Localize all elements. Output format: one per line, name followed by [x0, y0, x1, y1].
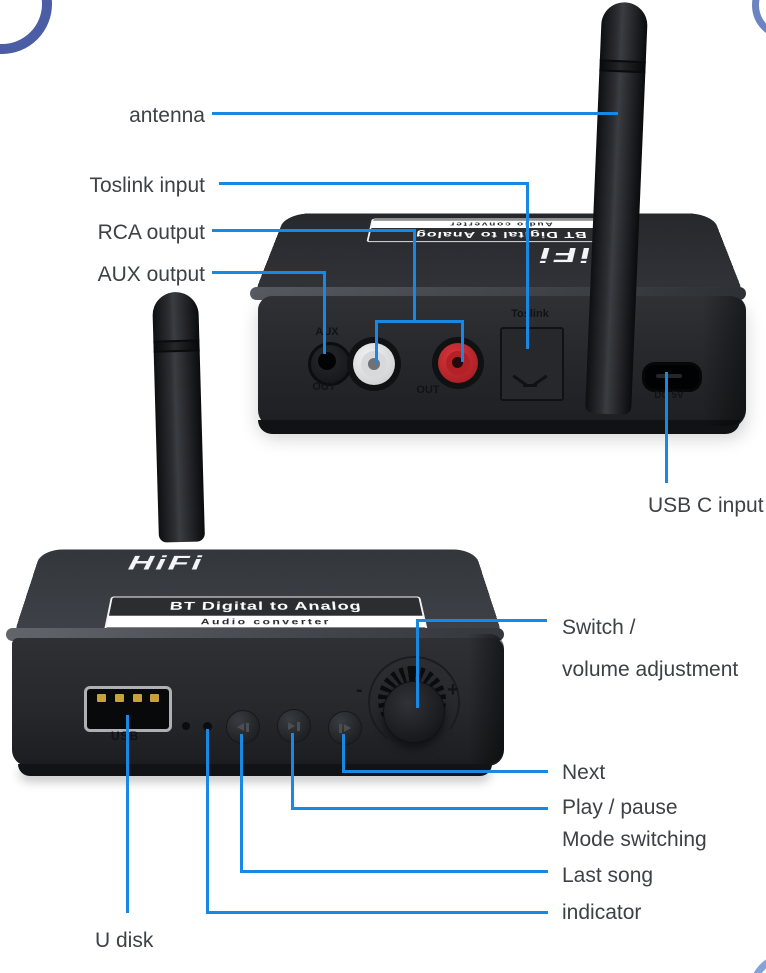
callout-line-play-h: [291, 807, 548, 810]
front-device-top-face: HiFi BT Digital to Analog Audio converte…: [12, 549, 504, 640]
toslink-port: [500, 327, 564, 401]
front-antenna-joint: [153, 339, 200, 353]
callout-line-toslink-h: [219, 182, 528, 185]
label-u-disk: U disk: [95, 929, 154, 952]
callout-line-rca-h: [212, 229, 416, 232]
corner-arc-top-left: [0, 0, 52, 54]
mic-hole: [182, 722, 190, 730]
callout-line-rca-left: [375, 320, 378, 364]
toslink-chevron-right: [532, 374, 548, 386]
toslink-chevron-middle: [523, 384, 537, 387]
usb-port-label: USB: [110, 729, 140, 743]
callout-line-knob-h: [416, 619, 547, 622]
callout-line-knob-v: [416, 619, 419, 708]
play-pause-icon-bar: [297, 721, 300, 731]
label-usb-c-input: USB C input: [648, 494, 764, 517]
callout-line-udisk: [126, 715, 129, 913]
front-label-title: BT Digital to Analog: [168, 600, 363, 613]
callout-line-play-v: [291, 733, 294, 809]
label-volume-adjustment: volume adjustment: [562, 658, 739, 681]
next-button: [328, 711, 362, 745]
label-antenna: antenna: [129, 104, 205, 127]
callout-line-indicator-h: [206, 911, 548, 914]
rear-label-subtitle: Audio converter: [371, 220, 631, 228]
rear-device-right-side: [702, 296, 746, 426]
aux-port-hole: [318, 352, 336, 370]
usb-pin: [133, 694, 142, 702]
usb-pin: [150, 694, 159, 702]
front-device-bottom-edge: [18, 764, 492, 776]
label-aux-output: AUX output: [97, 263, 205, 286]
rca-red-hole: [452, 357, 463, 368]
callout-line-rca-right: [461, 320, 464, 362]
callout-line-next-h: [342, 770, 548, 773]
label-next: Next: [562, 761, 606, 784]
label-toslink-input: Toslink input: [89, 174, 205, 197]
label-last-song: Last song: [562, 864, 654, 887]
usb-c-tongue: [656, 373, 682, 378]
callout-line-last-h: [240, 870, 548, 873]
volume-knob: [383, 681, 445, 743]
corner-arc-bottom-right: [750, 954, 766, 973]
rca-out-label: OUT: [416, 384, 440, 396]
callout-line-antenna: [212, 112, 618, 115]
prev-track-icon: [237, 723, 245, 731]
next-track-icon: [343, 724, 351, 732]
last-song-button: [226, 710, 260, 744]
usb-c-port: [642, 362, 702, 392]
corner-arc-top-right: [752, 0, 766, 40]
callout-line-aux-h: [212, 271, 326, 274]
front-device-right-side: [468, 634, 504, 764]
label-mode-switching: Mode switching: [562, 828, 707, 851]
front-label-subtitle: Audio converter: [106, 615, 426, 628]
volume-plus-mark: +: [447, 679, 459, 701]
callout-line-indicator-v: [206, 729, 209, 913]
rear-antenna-joint: [599, 59, 646, 74]
callout-line-rca-v: [413, 229, 416, 322]
label-switch: Switch /: [562, 616, 636, 639]
play-pause-icon: [288, 722, 296, 730]
usb-pin: [97, 694, 106, 702]
callout-line-last-v: [240, 734, 243, 872]
aux-port-label: AUX: [315, 326, 339, 338]
front-brand-logo: HiFi: [126, 552, 205, 575]
label-play-pause: Play / pause: [562, 796, 678, 819]
usb-c-port-label: DC 5V: [654, 390, 684, 401]
led-indicator: [203, 722, 212, 731]
label-rca-output: RCA output: [97, 221, 205, 244]
label-indicator: indicator: [562, 901, 642, 924]
toslink-port-label: Toslink: [511, 308, 549, 320]
prev-track-icon-bar: [246, 722, 249, 732]
next-track-icon-bar: [339, 723, 342, 733]
play-pause-button: [277, 709, 311, 743]
callout-line-aux-v: [323, 271, 326, 354]
callout-line-toslink-v: [526, 182, 529, 349]
callout-line-next-v: [342, 734, 345, 772]
usb-pin: [115, 694, 124, 702]
aux-out-label: OUT: [312, 381, 336, 393]
front-antenna: [152, 291, 205, 543]
rear-device-bottom-edge: [258, 420, 740, 434]
callout-line-rca-bracket: [376, 320, 464, 323]
callout-line-usbc: [665, 372, 668, 483]
rca-white-hole: [368, 358, 380, 370]
front-device-bevel: [6, 628, 504, 641]
front-device-label-strip: BT Digital to Analog Audio converter: [104, 596, 428, 630]
volume-minus-mark: -: [356, 679, 363, 701]
